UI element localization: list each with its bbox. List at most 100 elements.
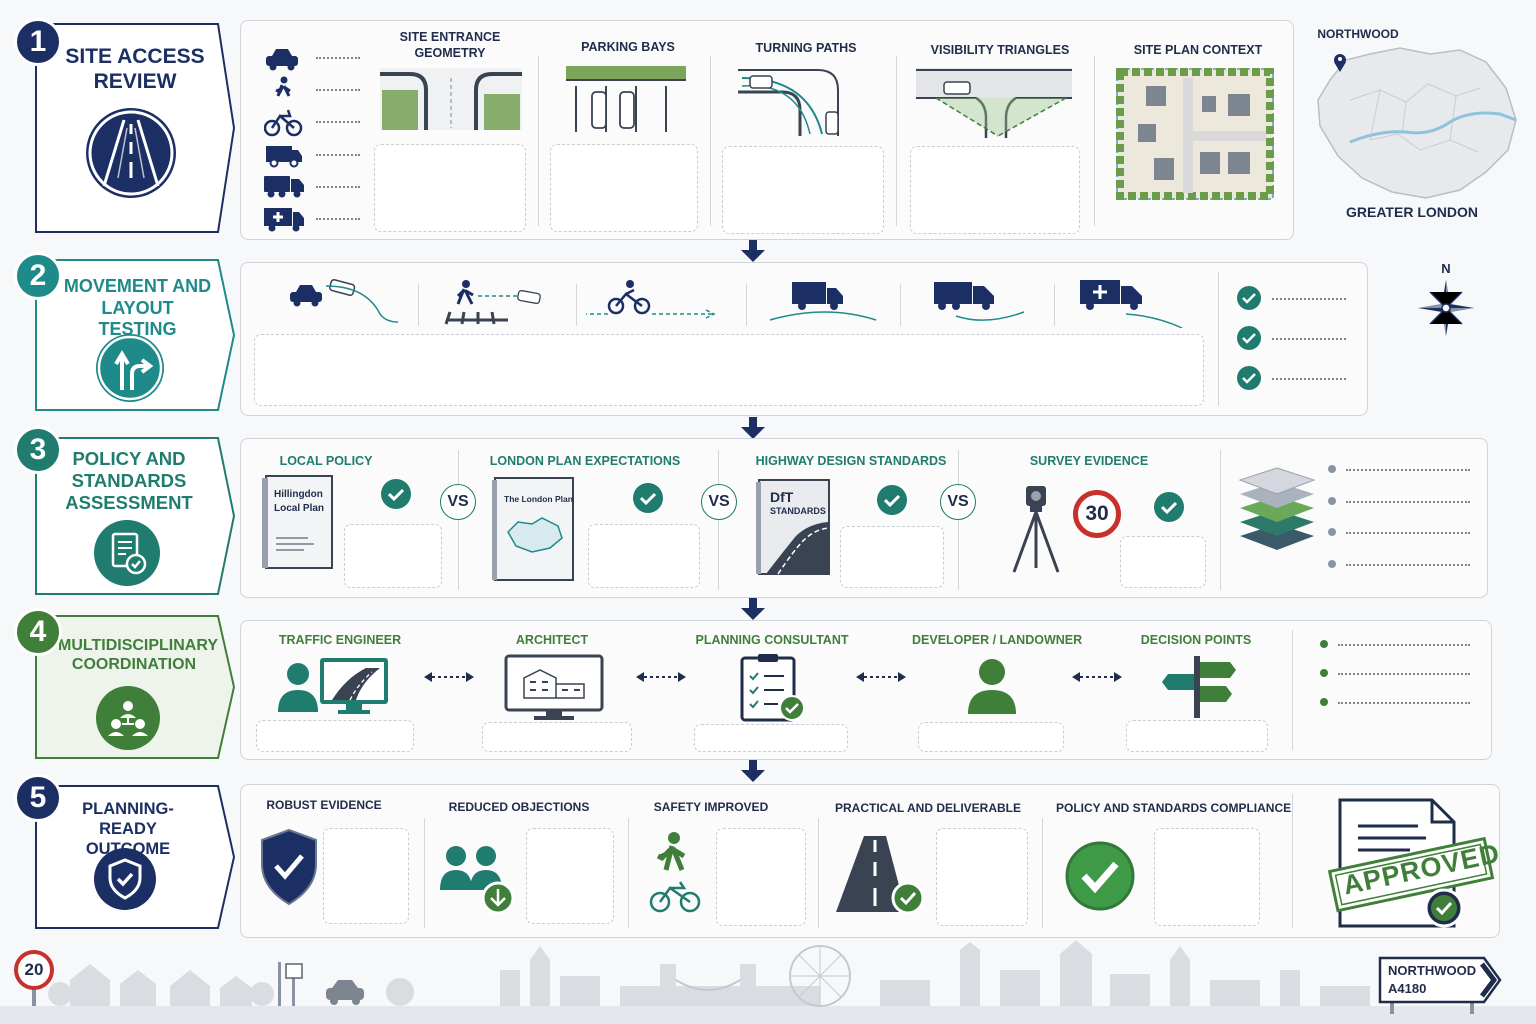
movement-scenarios <box>290 279 1183 328</box>
planning-checklist-icon <box>740 654 805 722</box>
category-turning-paths: Turning Paths <box>755 41 857 55</box>
flow-arrow <box>741 760 765 782</box>
list-bullet <box>1328 465 1336 473</box>
divider <box>900 284 901 326</box>
vehicle-dotted-line <box>316 57 360 59</box>
safety-notes-box <box>716 828 806 926</box>
london-plan-notes-box <box>588 524 700 588</box>
approved-document-icon <box>1327 798 1495 928</box>
outcome-policy-compliance: Policy and Standards Compliance <box>1056 801 1292 815</box>
deliverable-notes-box <box>936 828 1028 926</box>
compass-rose-icon <box>1418 280 1474 336</box>
visibility-notes-box <box>910 146 1080 234</box>
list-dotted-line <box>1346 501 1470 503</box>
rigid-truck-icon <box>934 282 1025 321</box>
category-site-entrance-geometry: Site Entrance Geometry <box>399 30 501 60</box>
stage-2-number: 2 <box>14 252 62 300</box>
list-bullet <box>1328 497 1336 505</box>
divider <box>958 450 959 590</box>
safety-pedestrian-cyclist-icon <box>649 832 701 913</box>
entrance-notes-box <box>374 144 526 232</box>
checklist-dotted-line <box>1272 338 1346 340</box>
outcome-robust-evidence: Robust Evidence <box>266 798 382 812</box>
divider <box>1220 450 1221 590</box>
divider <box>1218 272 1219 406</box>
london-skyline-illustration <box>0 940 1536 1024</box>
cyclist-route-icon <box>586 280 716 319</box>
van-route-icon <box>769 282 877 321</box>
reduced-objections-icon <box>440 846 515 915</box>
list-bullet <box>1320 640 1328 648</box>
vehicle-dotted-line <box>316 121 360 123</box>
check-icon <box>1237 366 1261 390</box>
reduced-objections-notes-box <box>526 828 614 924</box>
check-icon <box>1154 492 1184 522</box>
shield-check-icon <box>94 848 156 910</box>
map-label-northwood: Northwood <box>1317 27 1399 41</box>
road-sign-line2: A4180 <box>1388 981 1427 996</box>
bicycle-icon <box>264 109 303 137</box>
stage-4-number: 4 <box>14 608 62 656</box>
divider <box>424 818 425 928</box>
checklist-dotted-line <box>1272 378 1346 380</box>
divider <box>1292 794 1293 928</box>
compliance-notes-box <box>1154 828 1260 926</box>
car-icon <box>266 49 298 71</box>
compliance-check-icon <box>1065 841 1135 911</box>
team-network-icon <box>96 686 160 750</box>
category-london-plan: London Plan Expectations <box>489 454 681 468</box>
collaboration-arrow <box>856 672 906 682</box>
pedestrian-crossing-icon <box>444 280 541 325</box>
stage-4-panel <box>240 620 1492 760</box>
local-policy-notes-box <box>344 524 442 588</box>
category-site-plan-context: Site Plan Context <box>1133 43 1263 57</box>
site-entrance-illustration <box>380 68 522 130</box>
local-plan-book-title: Hillingdon Local Plan <box>274 489 325 514</box>
divider <box>458 450 459 590</box>
vehicle-dotted-line <box>316 218 360 220</box>
turning-paths-illustration <box>738 69 839 136</box>
stage-1-title: Site Access Review <box>65 45 205 94</box>
truck-icon <box>264 176 304 198</box>
category-highway-standards: Highway Design Standards <box>755 454 947 468</box>
role-developer-landowner: Developer / Landowner <box>912 633 1083 647</box>
divider <box>1292 630 1293 750</box>
speed-limit-30-sign: 30 <box>1073 490 1121 538</box>
dft-book-subtitle: Standards <box>770 506 826 516</box>
collaboration-arrow <box>636 672 686 682</box>
dft-book-title: DfT <box>770 489 794 505</box>
outcome-reduced-objections: Reduced Objections <box>448 800 590 814</box>
robust-evidence-notes-box <box>323 828 409 924</box>
traffic-engineer-icon <box>278 658 388 714</box>
traffic-engineer-notes-box <box>256 720 414 752</box>
stage-3-title: Policy and Standards Assessment <box>65 448 193 514</box>
compass-north-label: N <box>1441 261 1451 276</box>
category-parking-bays: Parking Bays <box>581 40 675 54</box>
data-layers-icon <box>1238 467 1316 550</box>
vs-badge: VS <box>940 484 976 520</box>
stage-4-title: Multidisciplinary Coordination <box>58 637 218 674</box>
divider <box>576 284 577 326</box>
decision-points-notes-box <box>1126 720 1268 752</box>
stage-2-title: Movement and Layout Testing <box>63 276 212 340</box>
parking-notes-box <box>550 144 698 232</box>
planning-consultant-notes-box <box>694 724 848 752</box>
visibility-triangles-illustration <box>916 68 1072 138</box>
speed-limit-20-sign: 20 <box>14 950 54 990</box>
flow-arrow <box>741 417 765 439</box>
stage-5-number: 5 <box>14 774 62 822</box>
local-plan-book-icon <box>262 475 333 569</box>
list-dotted-line <box>1338 673 1470 675</box>
vehicle-dotted-line <box>316 154 360 156</box>
evidence-shield-icon <box>261 828 317 906</box>
flow-arrow <box>741 598 765 620</box>
document-check-icon <box>94 520 160 586</box>
vs-badge: VS <box>701 484 737 520</box>
divider <box>628 818 629 928</box>
pedestrian-icon <box>275 76 291 97</box>
vehicle-dotted-line <box>316 186 360 188</box>
highway-standards-notes-box <box>840 526 944 588</box>
car-manoeuvre-icon <box>290 279 399 323</box>
vehicle-list-icons <box>264 49 304 232</box>
divider <box>1054 284 1055 326</box>
